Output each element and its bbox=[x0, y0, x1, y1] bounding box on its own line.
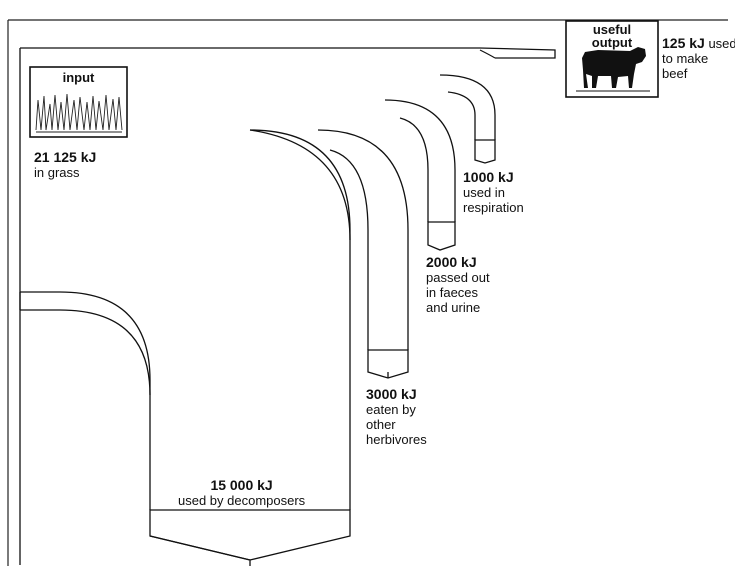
beef-value: 125 kJ bbox=[662, 35, 705, 51]
herbivores-arm bbox=[318, 130, 408, 378]
label-decomposers: 15 000 kJ used by decomposers bbox=[178, 478, 305, 508]
herbivores-desc: eaten by other herbivores bbox=[366, 402, 427, 447]
label-beef: 125 kJ used to make beef bbox=[662, 36, 735, 81]
label-faeces: 2000 kJ passed out in faeces and urine bbox=[426, 255, 490, 315]
respiration-value: 1000 kJ bbox=[463, 169, 514, 185]
input-value: 21 125 kJ bbox=[34, 149, 96, 165]
beef-desc: to make beef bbox=[662, 51, 735, 81]
herbivores-value: 3000 kJ bbox=[366, 386, 417, 402]
output-title-line2: output bbox=[592, 35, 632, 50]
decomposers-value: 15 000 kJ bbox=[210, 477, 272, 493]
respiration-arm bbox=[440, 75, 495, 163]
input-desc: in grass bbox=[34, 165, 96, 180]
beef-desc-line1: used bbox=[708, 36, 735, 51]
faeces-desc: passed out in faeces and urine bbox=[426, 270, 490, 315]
decomposers-desc: used by decomposers bbox=[178, 493, 305, 508]
label-respiration: 1000 kJ used in respiration bbox=[463, 170, 524, 215]
beef-arm bbox=[480, 50, 495, 58]
faeces-arm bbox=[385, 100, 455, 250]
respiration-desc: used in respiration bbox=[463, 185, 524, 215]
label-herbivores: 3000 kJ eaten by other herbivores bbox=[366, 387, 427, 447]
output-box-title: useful output bbox=[566, 23, 658, 49]
label-input: 21 125 kJ in grass bbox=[34, 150, 96, 180]
input-box-title: input bbox=[30, 71, 127, 84]
faeces-value: 2000 kJ bbox=[426, 254, 477, 270]
